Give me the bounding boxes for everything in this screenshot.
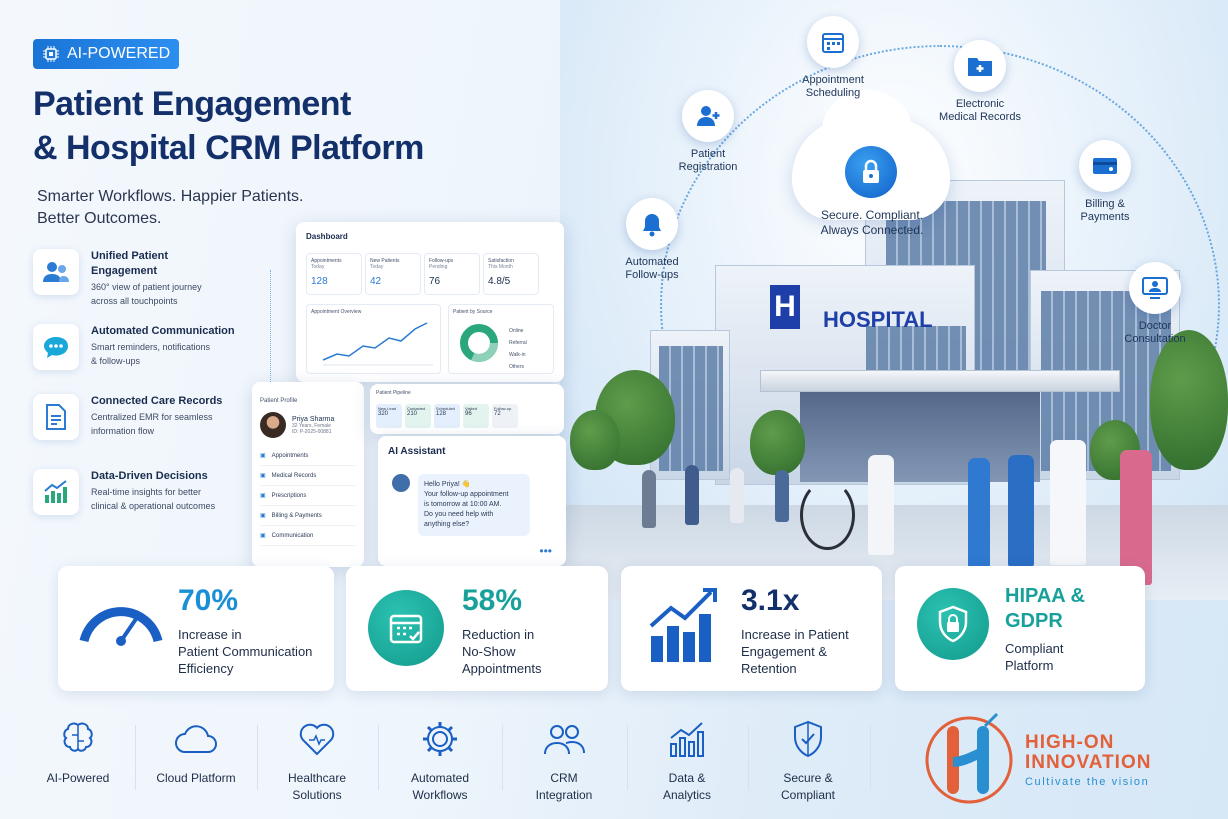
tree — [750, 410, 805, 475]
profile-menu-communication[interactable]: ▣Communication — [260, 526, 356, 546]
robot-icon — [392, 474, 410, 492]
person — [730, 468, 744, 523]
node-electronic-medical-records[interactable]: Electronic Medical Records — [915, 40, 1045, 124]
hero-scene: H HOSPITAL Secure. Compliant. Always Con… — [560, 0, 1228, 600]
gear-icon — [390, 718, 490, 760]
orbit-path — [660, 45, 1220, 565]
more-options-icon[interactable]: ••• — [539, 544, 552, 558]
nurse-figure — [1008, 455, 1034, 567]
person — [685, 465, 699, 525]
profile-menu-appointments[interactable]: ▣Appointments — [260, 446, 356, 466]
avatar — [260, 412, 286, 438]
appointment-overview-panel: Appointment Overview — [306, 304, 441, 374]
heart-icon — [267, 718, 367, 760]
brand-name-line2: INNOVATION — [1025, 752, 1152, 773]
wheelchair — [800, 480, 855, 550]
doctor-figure — [868, 455, 894, 555]
medical-folder-icon — [954, 40, 1006, 92]
users-icon — [33, 249, 79, 295]
speedometer-icon — [79, 607, 163, 646]
growth-chart-icon — [649, 588, 717, 662]
lock-icon — [845, 146, 897, 198]
document-icon — [33, 394, 79, 440]
feature-cloud-platform: Cloud Platform — [146, 718, 246, 787]
bar-chart-icon — [33, 469, 79, 515]
person — [642, 470, 656, 528]
assistant-message: Hello Priya! 👋 Your follow-up appointmen… — [418, 474, 530, 536]
brand-tagline: Cultivate the vision — [1025, 776, 1150, 788]
tree — [570, 410, 620, 470]
nurse-figure — [968, 458, 990, 568]
cloud-caption: Secure. Compliant. Always Connected. — [820, 208, 924, 237]
monitor-doctor-icon — [1129, 262, 1181, 314]
ai-assistant-card: AI Assistant Hello Priya! 👋 Your follow-… — [378, 436, 566, 566]
node-automated-followups[interactable]: Automated Follow-ups — [587, 198, 717, 282]
doctor-figure — [1050, 440, 1086, 565]
patient-source-panel: Patient by Source Online Referral Walk-i… — [448, 304, 554, 374]
chat-icon — [33, 324, 79, 370]
ai-powered-badge: AI-POWERED — [33, 39, 179, 69]
tree — [1150, 330, 1228, 470]
calendar-check-icon — [368, 590, 444, 666]
profile-menu-prescriptions[interactable]: ▣Prescriptions — [260, 486, 356, 506]
profile-menu-medical-records[interactable]: ▣Medical Records — [260, 466, 356, 486]
brain-icon — [28, 718, 128, 760]
entrance-canopy — [760, 370, 1120, 392]
cloud-icon — [146, 718, 246, 760]
bell-icon — [626, 198, 678, 250]
visitor-figure — [1120, 450, 1152, 585]
shield-lock-icon — [917, 588, 989, 660]
node-patient-registration[interactable]: Patient Registration — [643, 90, 773, 174]
shield-check-icon — [758, 718, 858, 760]
users-icon — [514, 718, 614, 760]
hospital-sign: HOSPITAL — [823, 307, 933, 332]
node-doctor-consultation[interactable]: Doctor Consultation — [1090, 262, 1220, 346]
line-chart-graphic — [322, 322, 433, 366]
person — [775, 470, 789, 522]
donut-chart-graphic — [460, 324, 498, 362]
add-user-icon — [682, 90, 734, 142]
credit-card-icon — [1079, 140, 1131, 192]
hospital-h-sign: H — [770, 285, 800, 329]
node-appointment-scheduling[interactable]: Appointment Scheduling — [768, 16, 898, 100]
analytics-icon — [637, 718, 737, 760]
feature-data-analytics: Data &Analytics — [637, 718, 737, 804]
page-title: Patient Engagement & Hospital CRM Platfo… — [33, 85, 424, 167]
patient-profile-card: Patient Profile Priya Sharma 32 Years, F… — [252, 382, 364, 567]
page-subtitle: Smarter Workflows. Happier Patients. Bet… — [37, 188, 304, 227]
brand-logo — [925, 708, 1013, 806]
feature-ai-powered: AI-Powered — [28, 718, 128, 787]
feature-secure-compliant: Secure &Compliant — [758, 718, 858, 804]
node-billing-payments[interactable]: Billing & Payments — [1040, 140, 1170, 224]
entrance-glass — [800, 392, 1040, 482]
brand-name-line1: HIGH-ON — [1025, 732, 1115, 753]
calendar-icon — [807, 16, 859, 68]
chip-icon — [43, 46, 59, 62]
profile-menu-billing[interactable]: ▣Billing & Payments — [260, 506, 356, 526]
